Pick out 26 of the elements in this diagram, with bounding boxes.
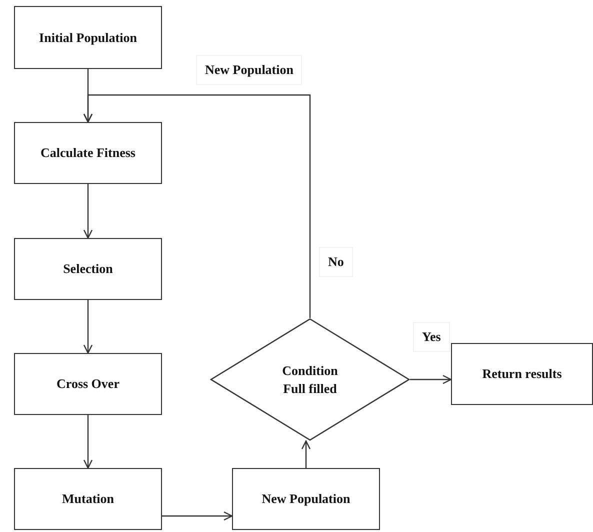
arrow	[83, 415, 93, 469]
node-text: Initial Population	[39, 28, 137, 46]
process-box	[451, 343, 593, 405]
process-box	[14, 238, 162, 300]
node-text: Return results	[482, 365, 562, 383]
process-box	[14, 353, 162, 415]
node-text: Cross Over	[56, 375, 120, 393]
arrow	[301, 440, 311, 468]
arrow	[162, 511, 233, 521]
process-box	[14, 122, 162, 184]
edge-label: No	[319, 247, 353, 277]
node-text: Condition Full filled	[281, 362, 339, 398]
arrow	[83, 184, 93, 239]
arrow	[410, 374, 452, 384]
process-box	[14, 6, 162, 69]
node-text: Calculate Fitness	[40, 144, 136, 162]
process-box	[14, 468, 162, 530]
edge-label: Yes	[413, 322, 450, 352]
text-label: New Population	[196, 55, 302, 85]
node-text: Mutation	[62, 490, 114, 508]
node-text: Selection	[63, 260, 113, 278]
node-text: New Population	[262, 490, 350, 508]
decision-diamond	[210, 318, 410, 441]
arrow	[83, 94, 311, 318]
arrow	[83, 300, 93, 354]
process-box	[232, 468, 380, 530]
